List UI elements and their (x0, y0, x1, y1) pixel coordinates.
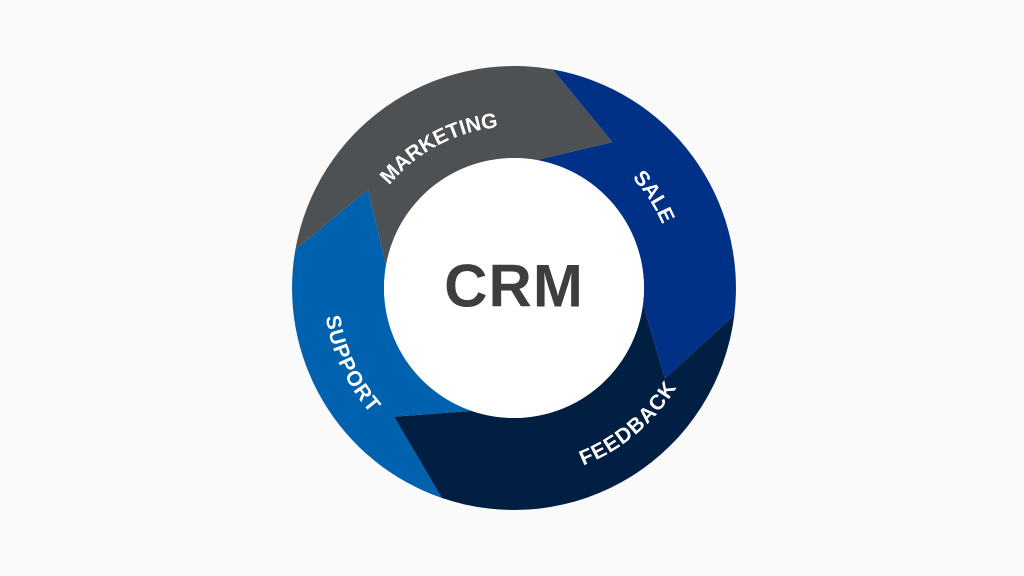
segment-marketing (295, 66, 613, 266)
segment-support (292, 189, 472, 498)
center-label: CRM (444, 253, 584, 320)
segment-feedback (394, 303, 735, 510)
crm-ring (292, 66, 736, 510)
segment-sale (536, 69, 736, 379)
center-circle (384, 158, 644, 418)
